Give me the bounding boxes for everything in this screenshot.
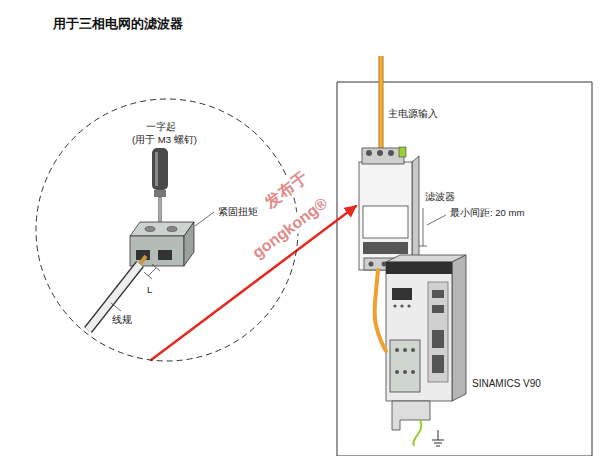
terminal-block [130,222,194,266]
filter-drawing [369,262,374,267]
servo-drive-drawing [411,348,415,352]
servo-drive-drawing [395,370,399,374]
servo-drive-drawing [432,330,444,348]
filter-drawing [363,206,408,238]
terminal-block [130,236,184,266]
node-text: L [147,284,152,295]
pointer-arrow [151,206,356,360]
servo-drive-drawing [400,304,403,307]
annotation-label: 主电源输入 [388,108,438,119]
node-text: 滤波器 [425,191,455,202]
terminal-block [145,227,155,232]
terminal-block [167,227,177,232]
servo-drive: SINAMICS V90 [386,256,466,402]
screwdriver [154,190,166,197]
filter-drawing [399,147,406,157]
filter-drawing [359,162,412,270]
terminal-block [184,222,194,266]
servo-drive-drawing [390,340,420,392]
terminal-block [158,250,172,260]
servo-drive-drawing [386,262,452,401]
filter-drawing [388,150,394,156]
mounting-plate [337,82,592,456]
diagram-title: 用于三相电网的滤波器 [53,17,183,32]
servo-drive-drawing [411,370,415,374]
servo-drive-drawing [395,348,399,352]
wire [88,256,146,330]
filter-drawing [366,150,372,156]
servo-drive-drawing [428,282,448,382]
servo-drive-drawing [386,262,452,274]
filter-drawing [362,148,404,164]
servo-drive-drawing [432,305,444,313]
watermark: gongkong® [248,193,333,263]
mains-input-cable [379,56,384,150]
node-text: (用于 M3 螺钉) [132,134,197,145]
servo-drive-drawing [432,430,444,446]
node-text: 一字起 [146,121,176,132]
screwdriver [159,197,162,223]
detail-view-circle: 一字起 (用于 M3 螺钉) 紧固扭矩 L 线规 [35,98,299,362]
servo-drive-drawing [432,355,444,373]
leader-lines [144,264,160,279]
wire [88,264,140,330]
screwdriver [152,148,168,223]
node-text: SINAMICS V90 [472,378,541,390]
terminal-block [130,222,194,236]
mains-input-cable [381,56,382,150]
servo-drive-drawing [403,370,407,374]
filter-unit: 滤波器 [357,148,419,270]
dashed-circle-outline [36,99,298,361]
spacing-leader [419,208,446,246]
power-cable [375,270,386,351]
wire [88,264,140,330]
servo-drive-drawing [392,401,430,430]
servo-drive-drawing [407,304,410,307]
screwdriver [155,152,158,186]
leader-lines [195,212,214,226]
mains-input-cable [380,56,383,150]
annotation-label: 最小间距: 20 mm [450,207,524,218]
mounting-plate [337,82,592,456]
filter-drawing [377,150,383,156]
screwdriver [152,148,168,190]
filter-drawing [412,156,419,270]
servo-drive-drawing [452,255,466,401]
spacing-leader [427,215,446,225]
filter-drawing [363,242,408,254]
servo-drive-drawing [393,304,396,307]
servo-drive-drawing [386,255,466,446]
servo-drive-drawing [403,348,407,352]
wire [140,256,146,264]
leader-lines [111,212,214,311]
node-text: 紧固扭矩 [218,206,258,217]
servo-drive-drawing [392,288,412,300]
servo-drive-drawing [413,420,421,446]
spacing-leader [419,208,427,246]
leader-lines [111,303,121,311]
node-text: 线规 [112,314,132,325]
servo-drive-drawing [432,290,444,298]
